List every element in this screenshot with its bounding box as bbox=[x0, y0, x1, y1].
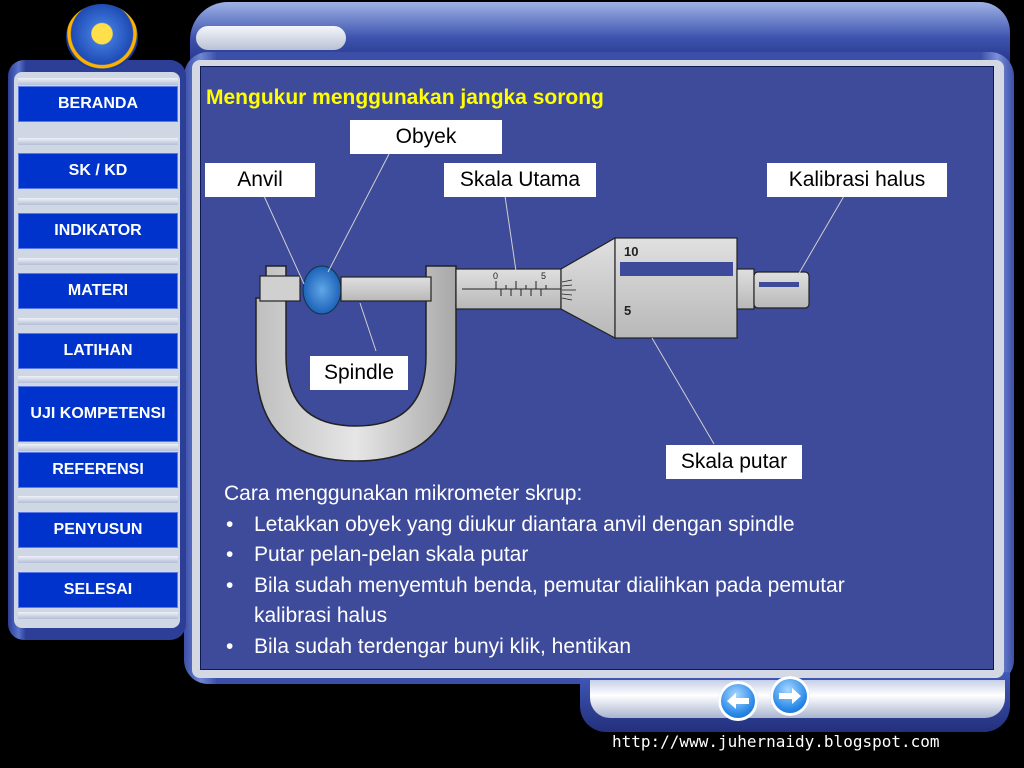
step-text: Putar pelan-pelan skala putar bbox=[254, 543, 529, 566]
nav-separator bbox=[18, 444, 178, 451]
nav-separator bbox=[18, 78, 178, 85]
ratchet-groove bbox=[759, 282, 799, 287]
nav-separator bbox=[18, 138, 178, 145]
list-item: • Bila sudah terdengar bunyi klik, hentik… bbox=[224, 632, 984, 663]
step-text: Letakkan obyek yang diukur diantara anvi… bbox=[254, 512, 795, 536]
instructions-heading: Cara menggunakan mikrometer skrup: bbox=[224, 482, 583, 505]
bullet: • bbox=[226, 512, 234, 536]
frame-u bbox=[255, 265, 457, 462]
anvil bbox=[259, 275, 301, 302]
list-item: • Letakkan obyek yang diukur diantara anv… bbox=[224, 510, 984, 541]
list-item: • Bila sudah menyemtuh benda, pemutar dia… bbox=[224, 571, 914, 632]
nav-sk-kd[interactable]: SK / KD bbox=[18, 153, 178, 189]
nav-selesai[interactable]: SELESAI bbox=[18, 572, 178, 608]
nav-latihan[interactable]: LATIHAN bbox=[18, 333, 178, 369]
nav-separator bbox=[18, 198, 178, 205]
nav-indikator[interactable]: INDIKATOR bbox=[18, 213, 178, 249]
slide-title: Mengukur menggunakan jangka sorong bbox=[206, 86, 604, 109]
thimble-number-10: 10 bbox=[624, 244, 638, 259]
nav-separator bbox=[18, 376, 178, 383]
bullet: • bbox=[226, 573, 234, 597]
thimble-cone bbox=[560, 236, 616, 340]
step-text: Bila sudah menyemtuh benda, pemutar dial… bbox=[254, 573, 845, 628]
label-anvil: Anvil bbox=[205, 163, 315, 197]
label-skala-utama: Skala Utama bbox=[444, 163, 596, 197]
arrow-left-icon bbox=[727, 693, 749, 709]
frame-top-bar bbox=[196, 26, 346, 50]
sleeve-number-5: 5 bbox=[541, 271, 546, 281]
thimble bbox=[614, 237, 738, 339]
tut-wuri-handayani-logo bbox=[66, 4, 138, 70]
step-text: Bila sudah terdengar bunyi klik, hentika… bbox=[254, 634, 632, 658]
label-obyek: Obyek bbox=[350, 120, 502, 154]
nav-referensi[interactable]: REFERENSI bbox=[18, 452, 178, 488]
label-spindle: Spindle bbox=[310, 356, 408, 390]
nav-separator bbox=[18, 318, 178, 325]
footer-url: http://www.juhernaidy.blogspot.com bbox=[612, 732, 940, 751]
object-ball bbox=[302, 265, 342, 315]
nav-separator bbox=[18, 612, 178, 619]
micrometer-diagram: 0 5 10 5 bbox=[255, 153, 845, 462]
arrow-right-icon bbox=[779, 688, 801, 704]
nav-uji-kompetensi[interactable]: UJI KOMPETENSI bbox=[18, 386, 178, 442]
instructions: Cara menggunakan mikrometer skrup: • Leta… bbox=[224, 479, 984, 662]
label-kalibrasi-halus: Kalibrasi halus bbox=[767, 163, 947, 197]
nav-separator bbox=[18, 556, 178, 563]
ratchet-neck bbox=[736, 268, 755, 310]
ratchet bbox=[753, 271, 810, 309]
nav-penyusun[interactable]: PENYUSUN bbox=[18, 512, 178, 548]
sleeve-number-0: 0 bbox=[493, 271, 498, 281]
nav-beranda[interactable]: BERANDA bbox=[18, 86, 178, 122]
bullet: • bbox=[226, 634, 234, 658]
leader-lines bbox=[263, 153, 845, 445]
thimble-window bbox=[620, 262, 733, 276]
nav-materi[interactable]: MATERI bbox=[18, 273, 178, 309]
sleeve-ticks bbox=[495, 281, 547, 296]
spindle bbox=[340, 276, 432, 302]
bullet: • bbox=[226, 543, 234, 566]
label-skala-putar: Skala putar bbox=[666, 445, 802, 479]
next-button[interactable] bbox=[770, 676, 810, 716]
thimble-number-5: 5 bbox=[624, 303, 631, 318]
instructions-list: • Letakkan obyek yang diukur diantara anv… bbox=[224, 510, 984, 663]
prev-button[interactable] bbox=[718, 681, 758, 721]
nav-separator bbox=[18, 496, 178, 503]
list-item: • Putar pelan-pelan skala putar bbox=[224, 540, 984, 571]
nav-separator bbox=[18, 258, 178, 265]
